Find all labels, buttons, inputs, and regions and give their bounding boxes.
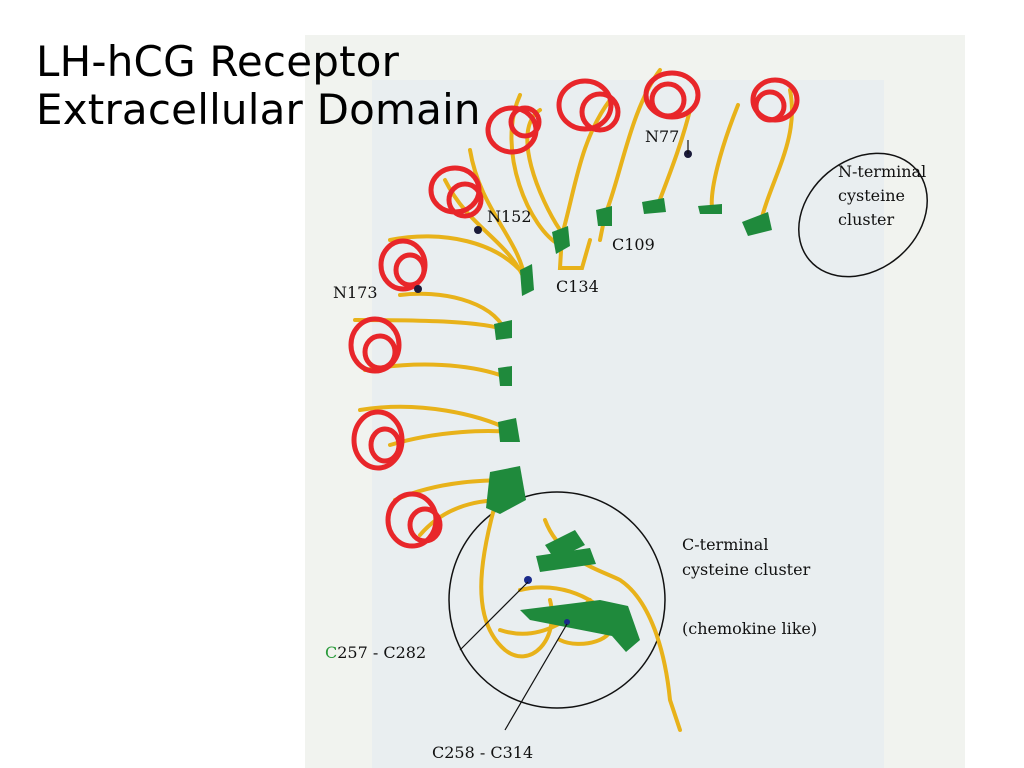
c257-dot [524,576,532,584]
c258-dot [564,619,570,625]
title-line-1: LH-hCG Receptor [36,37,400,86]
label-n-terminal-2: cysteine [838,186,905,205]
slide-title: LH-hCG Receptor Extracellular Domain [36,38,481,134]
title-line-2: Extracellular Domain [36,85,481,134]
label-n152: N152 [487,207,532,226]
pointer-lines [459,140,689,731]
label-c-terminal-1: C-terminal [682,535,768,554]
label-n-terminal-3: cluster [838,210,894,229]
beta-strands [486,198,772,652]
label-c109: C109 [612,235,655,254]
label-c257-prefix: C [325,643,337,662]
n-terminal-ellipse [798,152,928,278]
label-c257-c282: C257 - C282 [325,643,426,662]
label-chemokine: (chemokine like) [682,619,817,638]
label-c-terminal-2: cysteine cluster [682,560,811,579]
label-n77: N77 [645,127,679,146]
label-n-terminal-1: N-terminal [838,162,926,181]
label-c257-rest: 257 - C282 [337,643,426,662]
label-n173: N173 [333,283,378,302]
inner-panel [372,80,884,768]
c-terminal-circle [448,491,666,709]
n152-dot [474,226,482,234]
n173-dot [414,285,422,293]
label-c258-c314: C258 - C314 [432,743,533,762]
alpha-helices [348,70,800,549]
label-c134: C134 [556,277,599,296]
